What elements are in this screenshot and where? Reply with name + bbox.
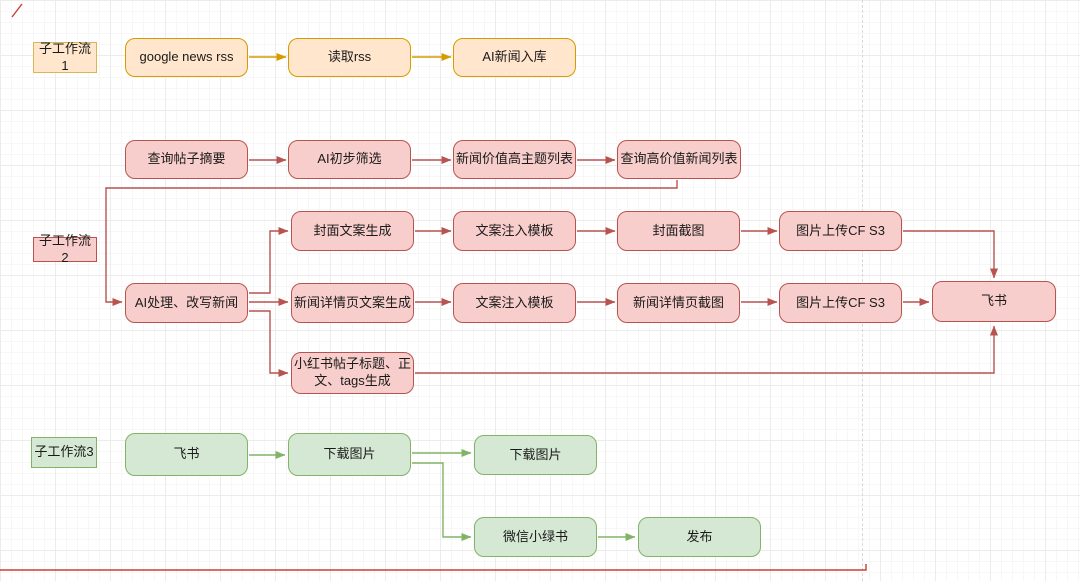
node-label-query-high-value-news: 查询高价值新闻列表	[620, 151, 738, 167]
node-upload-cf-s3-2[interactable]: 图片上传CF S3	[779, 283, 902, 323]
node-label-wf3-label: 子工作流3	[34, 444, 94, 460]
node-wf2-label[interactable]: 子工作流2	[33, 233, 97, 265]
node-label-copy-into-template-2: 文案注入模板	[475, 294, 554, 310]
node-label-copy-into-template-1: 文案注入模板	[475, 222, 554, 238]
node-ai-process-rewrite[interactable]: AI处理、改写新闻	[125, 283, 248, 323]
node-ai-news-store[interactable]: AI新闻入库	[453, 38, 576, 77]
node-label-cover-copy-gen: 封面文案生成	[313, 222, 392, 238]
node-label-ai-process-rewrite: AI处理、改写新闻	[134, 294, 239, 310]
node-label-wechat-green-book: 微信小绿书	[502, 528, 568, 544]
node-query-post-summary[interactable]: 查询帖子摘要	[125, 140, 248, 179]
node-label-feishu-red: 飞书	[980, 293, 1007, 309]
node-download-image-1[interactable]: 下载图片	[288, 433, 411, 476]
node-label-high-value-topics: 新闻价值高主题列表	[456, 151, 574, 167]
node-copy-into-template-2[interactable]: 文案注入模板	[453, 283, 576, 323]
node-ai-first-filter[interactable]: AI初步筛选	[288, 140, 411, 179]
node-upload-cf-s3-1[interactable]: 图片上传CF S3	[779, 211, 902, 251]
node-label-wf1-label: 子工作流1	[38, 40, 91, 73]
edge-uploads3-1-to-feishu[interactable]	[903, 230, 998, 279]
stray-line-bottom[interactable]	[0, 564, 867, 571]
edge-aiprocess-to-covercopy[interactable]	[249, 227, 289, 294]
node-label-wf2-label: 子工作流2	[38, 232, 91, 265]
node-label-download-image-2: 下载图片	[509, 446, 562, 462]
node-label-download-image-1: 下载图片	[323, 446, 376, 462]
node-copy-into-template-1[interactable]: 文案注入模板	[453, 211, 576, 251]
node-detail-copy-gen[interactable]: 新闻详情页文案生成	[291, 283, 414, 323]
node-label-upload-cf-s3-2: 图片上传CF S3	[796, 294, 885, 310]
node-read-rss[interactable]: 读取rss	[288, 38, 411, 77]
node-download-image-2[interactable]: 下载图片	[474, 435, 597, 475]
node-google-news-rss[interactable]: google news rss	[125, 38, 248, 77]
node-detail-screenshot[interactable]: 新闻详情页截图	[617, 283, 740, 323]
edge-querynews-to-aiprocess[interactable]	[105, 180, 678, 306]
node-label-upload-cf-s3-1: 图片上传CF S3	[796, 222, 885, 238]
node-high-value-topics[interactable]: 新闻价值高主题列表	[453, 140, 576, 179]
node-cover-copy-gen[interactable]: 封面文案生成	[291, 211, 414, 251]
node-publish[interactable]: 发布	[638, 517, 761, 557]
node-label-google-news-rss: google news rss	[139, 49, 234, 65]
node-query-high-value-news[interactable]: 查询高价值新闻列表	[617, 140, 741, 179]
node-wf1-label[interactable]: 子工作流1	[33, 40, 97, 73]
edge-download1-to-wechat[interactable]	[412, 462, 472, 541]
node-wf3-label[interactable]: 子工作流3	[31, 437, 97, 468]
stray-line-top-left[interactable]	[11, 3, 23, 18]
edge-xhsgen-to-feishu[interactable]	[415, 325, 998, 374]
node-label-detail-screenshot: 新闻详情页截图	[632, 294, 724, 310]
node-label-publish: 发布	[686, 528, 713, 544]
node-label-xhs-post-gen: 小红书帖子标题、正文、tags生成	[294, 356, 412, 388]
node-wechat-green-book[interactable]: 微信小绿书	[474, 517, 597, 557]
node-label-ai-news-store: AI新闻入库	[482, 49, 547, 65]
node-label-detail-copy-gen: 新闻详情页文案生成	[294, 294, 412, 310]
node-xhs-post-gen[interactable]: 小红书帖子标题、正文、tags生成	[291, 352, 414, 394]
node-feishu-red[interactable]: 飞书	[932, 281, 1056, 322]
node-label-read-rss: 读取rss	[327, 49, 372, 65]
node-label-feishu-green: 飞书	[173, 446, 200, 462]
node-cover-screenshot[interactable]: 封面截图	[617, 211, 740, 251]
node-feishu-green[interactable]: 飞书	[125, 433, 248, 476]
node-label-cover-screenshot: 封面截图	[652, 222, 705, 238]
node-label-query-post-summary: 查询帖子摘要	[147, 151, 226, 167]
edge-aiprocess-to-xhsgen[interactable]	[249, 310, 289, 377]
node-label-ai-first-filter: AI初步筛选	[317, 151, 382, 167]
